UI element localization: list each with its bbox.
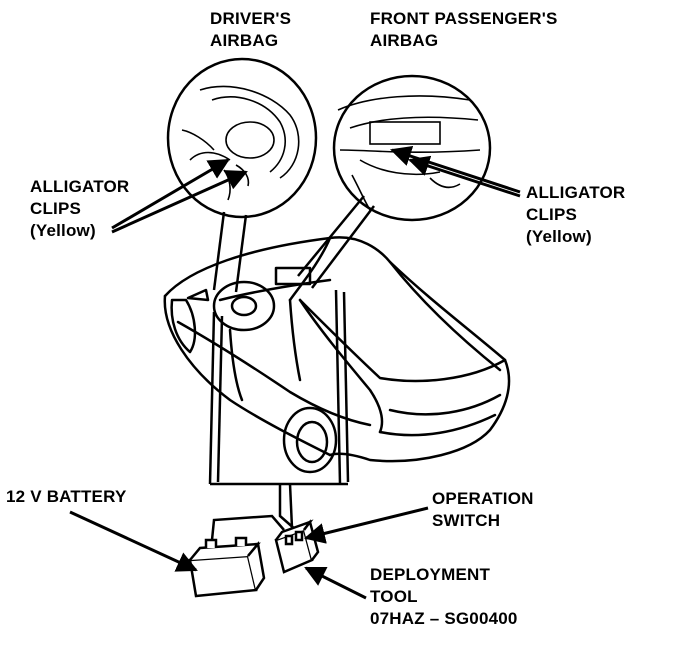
battery [188, 514, 285, 598]
arrow-battery [69, 510, 198, 572]
label-clips-left-line2: CLIPS [30, 199, 82, 218]
label-drivers-airbag-line1: DRIVER'S [210, 9, 292, 28]
arrow-clips-left-1 [111, 158, 230, 230]
arrow-clips-right-2 [408, 155, 521, 198]
label-deployment-tool: DEPLOYMENT TOOL 07HAZ – SG00400 [370, 564, 518, 630]
car-illustration [163, 236, 511, 474]
label-clips-right-line2: CLIPS [526, 205, 578, 224]
arrow-deployment-tool [304, 566, 367, 600]
label-battery: 12 V BATTERY [6, 486, 126, 508]
label-drivers-airbag-line2: AIRBAG [210, 31, 279, 50]
label-operation-switch: OPERATION SWITCH [432, 488, 534, 532]
magnifier-leaders [212, 195, 375, 293]
pointer-arrows [69, 145, 521, 600]
label-deployment-tool-line2: TOOL [370, 587, 418, 606]
passenger-airbag-detail [332, 74, 492, 222]
label-deployment-tool-line3: 07HAZ – SG00400 [370, 609, 518, 628]
label-passenger-airbag: FRONT PASSENGER'S AIRBAG [370, 8, 558, 52]
arrow-operation-switch [303, 506, 429, 544]
label-clips-right-line1: ALLIGATOR [526, 183, 626, 202]
label-clips-left-line3: (Yellow) [30, 221, 96, 240]
arrow-clips-left-2 [111, 170, 248, 234]
label-passenger-airbag-line1: FRONT PASSENGER'S [370, 9, 558, 28]
label-alligator-clips-left: ALLIGATOR CLIPS (Yellow) [30, 176, 129, 242]
driver-airbag-detail [166, 57, 318, 219]
label-clips-left-line1: ALLIGATOR [30, 177, 130, 196]
label-operation-switch-line1: OPERATION [432, 489, 534, 508]
label-drivers-airbag: DRIVER'S AIRBAG [210, 8, 291, 52]
label-passenger-airbag-line2: AIRBAG [370, 31, 439, 50]
label-alligator-clips-right: ALLIGATOR CLIPS (Yellow) [526, 182, 625, 248]
label-clips-right-line3: (Yellow) [526, 227, 592, 246]
label-battery-text: 12 V BATTERY [6, 487, 127, 506]
label-operation-switch-line2: SWITCH [432, 511, 501, 530]
deployment-wires [208, 289, 350, 531]
label-deployment-tool-line1: DEPLOYMENT [370, 565, 491, 584]
